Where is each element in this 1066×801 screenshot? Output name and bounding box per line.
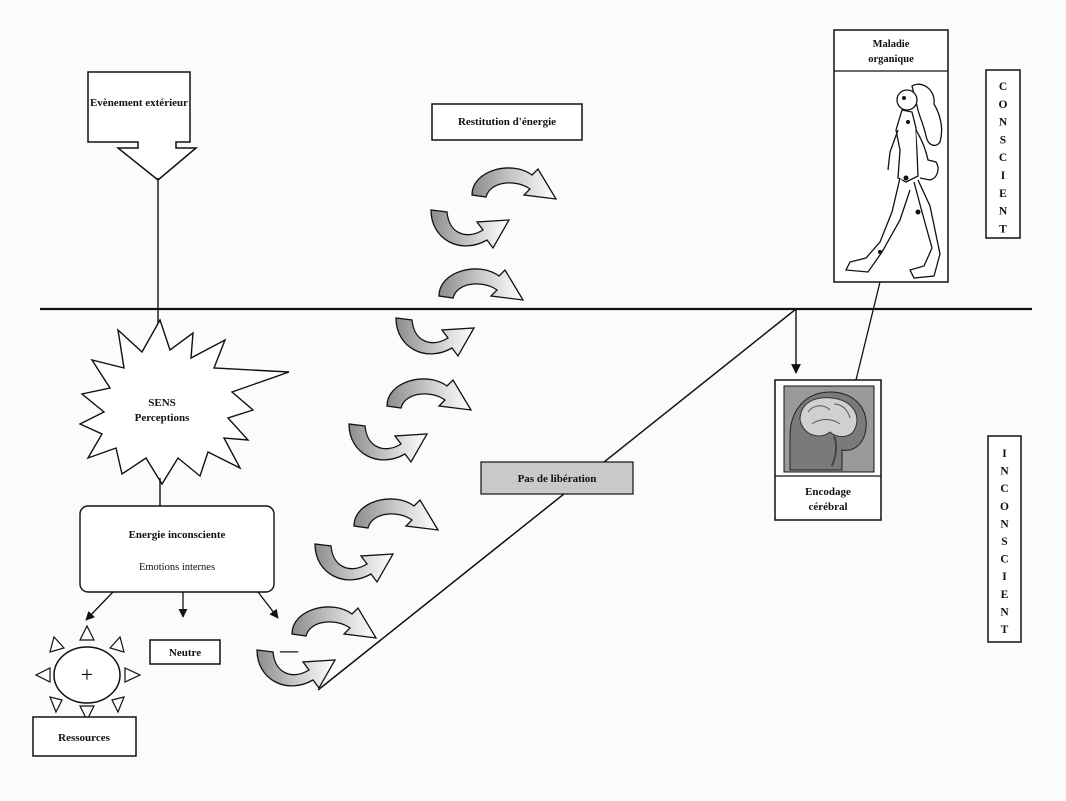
unconscious-letter: I — [1002, 448, 1007, 460]
to-resources-arrow — [85, 591, 114, 621]
encoding-to-disease-line — [855, 281, 881, 381]
unconscious-letter: T — [1001, 624, 1009, 636]
brain-encoding-node: Encodage cérébral — [774, 379, 882, 521]
minus-sign: — — [279, 640, 299, 660]
unconscious-letter: N — [1000, 518, 1009, 530]
neutral-label: Neutre — [169, 647, 201, 659]
disease-points — [878, 96, 921, 254]
spiral-arrow-5 — [386, 378, 473, 411]
senses-starburst-node: SENS Perceptions — [78, 318, 290, 486]
spiral-arrow-7 — [353, 498, 440, 531]
unconscious-letter: S — [1001, 536, 1007, 548]
brain-encoding-label-1: Encodage — [805, 486, 851, 498]
unconscious-energy-label: Energie inconsciente — [129, 529, 226, 541]
conscious-letter: T — [999, 223, 1007, 235]
spiral-arrow-6 — [348, 423, 429, 464]
unconscious-energy-node: Energie inconsciente Emotions internes — [79, 505, 275, 593]
brain-encoding-label-2: cérébral — [808, 501, 847, 513]
walking-woman-icon — [844, 83, 943, 279]
spiral-arrow-4 — [395, 317, 476, 358]
organic-disease-label-1: Maladie — [873, 39, 910, 50]
conscious-letter: C — [999, 81, 1007, 93]
organic-disease-label-2: organique — [868, 54, 914, 65]
energy-release-label: Restitution d'énergie — [458, 116, 556, 128]
resources-sun-icon: + — [34, 624, 142, 722]
energy-spiral-arrows — [256, 167, 558, 690]
no-release-node: Pas de libération — [480, 461, 634, 495]
conscious-letter: C — [999, 152, 1007, 164]
conscious-letter: I — [1001, 170, 1006, 182]
unconscious-letter: C — [1000, 554, 1008, 566]
conscious-letter: E — [999, 188, 1007, 200]
resources-node: Ressources — [32, 716, 137, 757]
spiral-arrow-1 — [471, 167, 558, 200]
organic-disease-node: Maladie organique — [833, 29, 949, 283]
spiral-arrow-2 — [430, 209, 511, 250]
spiral-arrow-3 — [438, 268, 525, 301]
to-negative-arrow — [257, 591, 279, 619]
unconscious-letter: C — [1000, 483, 1008, 495]
resources-label: Ressources — [58, 732, 110, 744]
no-release-label: Pas de libération — [518, 473, 597, 485]
senses-label: SENS — [148, 397, 176, 409]
unconscious-letter: N — [1000, 466, 1009, 478]
conscious-letter: O — [999, 99, 1008, 111]
conscious-letter: S — [1000, 134, 1006, 146]
diagonal-to-encoding-line — [317, 308, 797, 691]
conscious-letter: N — [999, 206, 1008, 218]
plus-sign: + — [81, 662, 93, 687]
unconscious-letter: N — [1000, 606, 1009, 618]
brain-icon — [789, 391, 867, 471]
external-event-label: Evènement extérieur — [90, 97, 188, 109]
external-event-node: Evènement extérieur — [87, 71, 199, 181]
neutral-node: Neutre — [149, 639, 221, 665]
unconscious-letter: I — [1002, 571, 1007, 583]
unconscious-letter: O — [1000, 501, 1009, 513]
spiral-arrow-8 — [314, 543, 395, 584]
perceptions-label: Perceptions — [135, 412, 191, 424]
energy-release-node: Restitution d'énergie — [431, 103, 583, 141]
spiral-arrow-9 — [291, 606, 378, 639]
conscious-letter: N — [999, 117, 1008, 129]
internal-emotions-label: Emotions internes — [139, 562, 215, 573]
spiral-arrow-10 — [256, 649, 337, 690]
unconscious-letter: E — [1001, 589, 1009, 601]
